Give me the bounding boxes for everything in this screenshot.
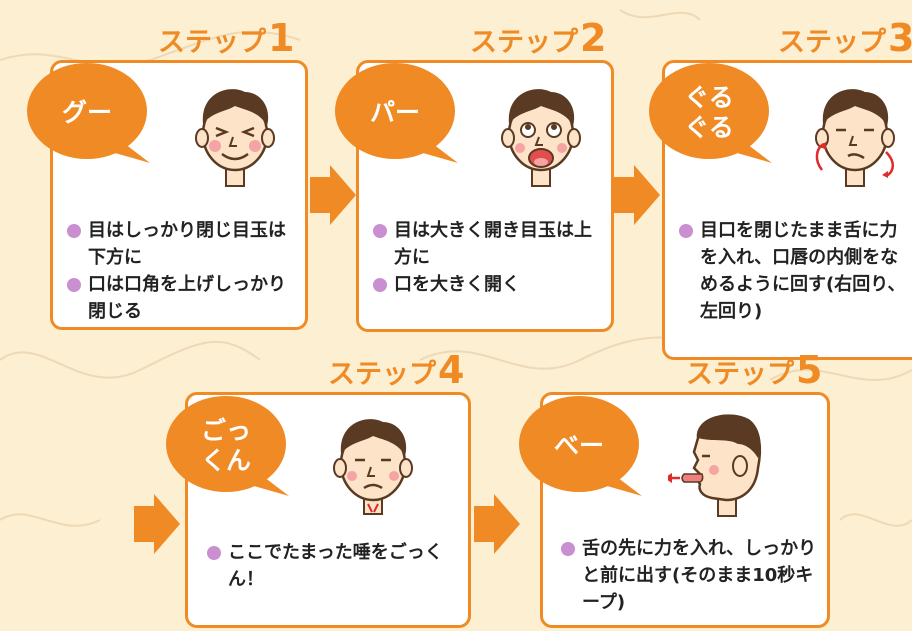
step-4-title: ステップ4 — [328, 348, 465, 392]
arrow-right-icon — [134, 494, 180, 554]
step-4-bubble: ごっ くん — [165, 396, 289, 496]
step-2-title: ステップ2 — [470, 16, 607, 60]
list-item: 舌の先に力を入れ、しっかりと前に出す(そのまま10秒キープ) — [560, 535, 822, 616]
step-4-description: ここでたまった唾をごっくん！ — [206, 539, 461, 593]
step-3-title: ステップ3 — [778, 16, 912, 60]
arrow-right-icon — [474, 494, 520, 554]
step-3-bubble: ぐる ぐる — [648, 63, 772, 163]
list-item: 目は大きく開き目玉は上方に — [372, 217, 607, 271]
arrow-right-icon — [614, 165, 660, 225]
list-item: 目口を閉じたまま舌に力を入れ、口唇の内側をなめるように回す(右回り、左回り) — [678, 217, 908, 325]
step-2-bubble: パー — [334, 63, 458, 163]
step-3-description: 目口を閉じたまま舌に力を入れ、口唇の内側をなめるように回す(右回り、左回り) — [678, 217, 908, 325]
list-item: 口は口角を上げしっかり閉じる — [66, 271, 301, 325]
list-item: 口を大きく開く — [372, 271, 607, 298]
face-icon — [501, 89, 581, 187]
face-icon — [668, 414, 762, 517]
face-icon — [815, 89, 895, 187]
step-1-title: ステップ1 — [158, 16, 295, 60]
step-1-description: 目はしっかり閉じ目玉は下方に 口は口角を上げしっかり閉じる — [66, 217, 301, 325]
arrow-right-icon — [310, 165, 356, 225]
step-5-title: ステップ5 — [686, 348, 823, 392]
list-item: 目はしっかり閉じ目玉は下方に — [66, 217, 301, 271]
step-1-bubble: グー — [26, 63, 150, 163]
face-icon — [333, 419, 413, 515]
step-5-description: 舌の先に力を入れ、しっかりと前に出す(そのまま10秒キープ) — [560, 535, 822, 616]
face-icon — [195, 89, 275, 187]
list-item: ここでたまった唾をごっくん！ — [206, 539, 461, 593]
step-2-description: 目は大きく開き目玉は上方に 口を大きく開く — [372, 217, 607, 298]
step-5-bubble: べー — [518, 396, 642, 496]
